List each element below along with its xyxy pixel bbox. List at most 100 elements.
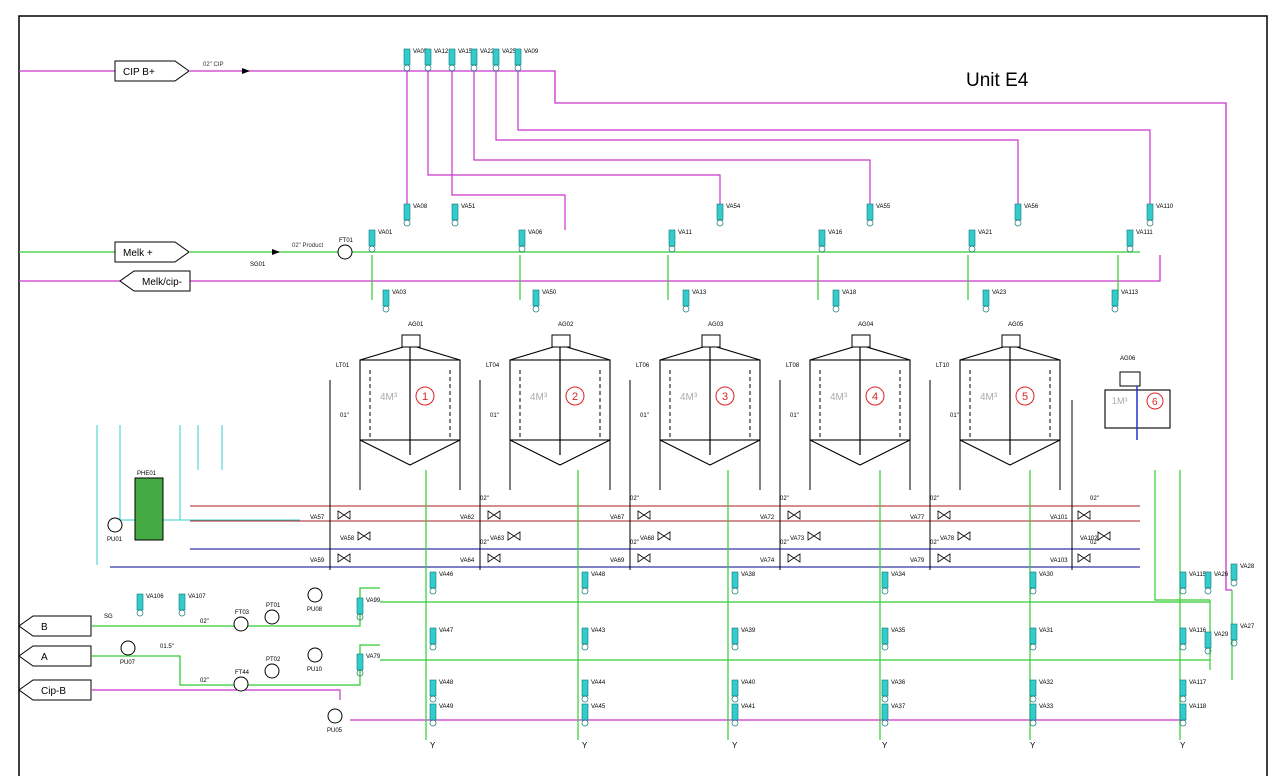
manifold-valve-va34[interactable]: VA34: [881, 571, 906, 595]
manifold-valve-va43[interactable]: VA43: [581, 627, 606, 651]
heat-exchanger-label: PHE01: [137, 471, 157, 477]
valve-va99[interactable]: VA99: [356, 597, 381, 621]
manifold-valve-va35[interactable]: VA35: [881, 627, 906, 651]
manifold-valve-va115[interactable]: VA115: [1179, 571, 1207, 595]
right-valve-va27[interactable]: VA27: [1230, 623, 1255, 647]
line-size-label: 01": [790, 413, 799, 419]
manifold-valve-va41[interactable]: VA41: [731, 703, 756, 727]
inlet-valve-va01[interactable]: VA01: [368, 229, 393, 253]
cip-valve-va08[interactable]: VA08: [403, 203, 428, 227]
port-b[interactable]: B: [18, 615, 92, 637]
port-melk-plus[interactable]: Melk +: [114, 241, 190, 263]
check-valve: [957, 531, 971, 541]
manifold-valve-va33[interactable]: VA33: [1029, 703, 1054, 727]
manifold-valve-va30[interactable]: VA30: [1029, 571, 1054, 595]
manifold-valve-va31[interactable]: VA31: [1029, 627, 1054, 651]
inlet-valve-va21[interactable]: VA21: [968, 229, 993, 253]
port-label: Melk/cip-: [142, 277, 182, 288]
port-melk-cip-minus[interactable]: Melk/cip-: [119, 270, 191, 292]
agitator-motor: [701, 334, 721, 348]
cip-valve-va54[interactable]: VA54: [716, 203, 741, 227]
manifold-valve-va37[interactable]: VA37: [881, 703, 906, 727]
right-valve-va29[interactable]: VA29: [1204, 631, 1229, 655]
cip-valve-va110[interactable]: VA110: [1146, 203, 1174, 227]
pump-pu08[interactable]: PU08: [307, 587, 323, 613]
manifold-valve-va47[interactable]: VA47: [429, 627, 454, 651]
manifold-valve-va40[interactable]: VA40: [731, 679, 756, 703]
flow-meter-ft01: FT01: [337, 238, 354, 260]
inlet-valve-va16[interactable]: VA16: [818, 229, 843, 253]
pump-pu10[interactable]: PU10: [307, 647, 323, 673]
valve-label: VA01: [378, 230, 393, 236]
top-valve-va23[interactable]: VA23: [982, 289, 1007, 313]
valve-label: VA12: [434, 49, 449, 55]
cip-valve-va51[interactable]: VA51: [451, 203, 476, 227]
top-valve-va15[interactable]: VA15: [448, 48, 473, 72]
right-valve-va28[interactable]: VA28: [1230, 563, 1255, 587]
heat-exchanger[interactable]: PHE01: [134, 471, 164, 541]
port-label: A: [41, 652, 48, 663]
check-valve: [637, 553, 651, 563]
manifold-valve-va36[interactable]: VA36: [881, 679, 906, 703]
svg-text:PT01: PT01: [266, 603, 281, 609]
valve-va107[interactable]: VA107: [178, 593, 206, 617]
right-valve-va26[interactable]: VA26: [1204, 571, 1229, 595]
manifold-valve-va38[interactable]: VA38: [731, 571, 756, 595]
valve-va79[interactable]: VA79: [356, 653, 381, 677]
port-a[interactable]: A: [18, 645, 92, 667]
pump-icon: [307, 587, 323, 603]
top-valve-va13[interactable]: VA13: [682, 289, 707, 313]
cip-valve-va56[interactable]: VA56: [1014, 203, 1039, 227]
manifold-valve-va118[interactable]: VA118: [1179, 703, 1207, 727]
valve-label: VA115: [1189, 572, 1207, 578]
valve-label: VA117: [1189, 680, 1207, 686]
tank-bottom: [509, 439, 611, 466]
manifold-valve-va116[interactable]: VA116: [1179, 627, 1207, 651]
pump-pu07[interactable]: PU07: [120, 640, 136, 666]
port-cip-minus-b[interactable]: Cip-B: [18, 679, 92, 701]
tank-number-circle: [415, 386, 435, 406]
top-valve-va113[interactable]: VA113: [1111, 289, 1139, 313]
check-valve: [637, 510, 651, 520]
inlet-valve-va06[interactable]: VA06: [518, 229, 543, 253]
top-valve-va09[interactable]: VA09: [514, 48, 539, 72]
manifold-valve-va117[interactable]: VA117: [1179, 679, 1207, 703]
top-valve-va03[interactable]: VA03: [382, 289, 407, 313]
manifold-valve-va46[interactable]: VA46: [429, 571, 454, 595]
pump-pu01[interactable]: PU01: [107, 517, 123, 543]
cip-line-label: 02" CIP: [203, 62, 223, 68]
manifold-valve-va39[interactable]: VA39: [731, 627, 756, 651]
manifold-valve-va48[interactable]: VA48: [581, 571, 606, 595]
port-cip-b-plus[interactable]: CIP B+: [114, 60, 190, 82]
manifold-valve-va48[interactable]: VA48: [429, 679, 454, 703]
top-valve-va22[interactable]: VA22: [470, 48, 495, 72]
top-valve-va50[interactable]: VA50: [532, 289, 557, 313]
manifold-valve-va45[interactable]: VA45: [581, 703, 606, 727]
inlet-valve-va111[interactable]: VA111: [1126, 229, 1153, 253]
inlet-valve-va11[interactable]: VA11: [668, 229, 692, 253]
tag-va74: VA74: [760, 558, 775, 564]
pressure-gauge-pt01: PT01: [264, 603, 281, 625]
cip-valve-va55[interactable]: VA55: [866, 203, 891, 227]
top-valve-va25[interactable]: VA25: [492, 48, 517, 72]
valve-label: VA27: [1240, 624, 1255, 630]
top-valve-va12[interactable]: VA12: [424, 48, 449, 72]
top-valve-va18[interactable]: VA18: [832, 289, 857, 313]
tank-jacket: [969, 370, 1051, 440]
manifold-valve-va32[interactable]: VA32: [1029, 679, 1054, 703]
tank-jacket: [819, 370, 901, 440]
manifold-valve-va44[interactable]: VA44: [581, 679, 606, 703]
manifold-valve-va49[interactable]: VA49: [429, 703, 454, 727]
valve-va106[interactable]: VA106: [136, 593, 164, 617]
pump-pu05[interactable]: PU05: [327, 708, 343, 734]
top-valve-va05[interactable]: VA05: [403, 48, 428, 72]
svg-text:FT03: FT03: [235, 610, 250, 616]
drain-symbol: Y: [882, 741, 888, 750]
tank-legs: [809, 440, 911, 490]
